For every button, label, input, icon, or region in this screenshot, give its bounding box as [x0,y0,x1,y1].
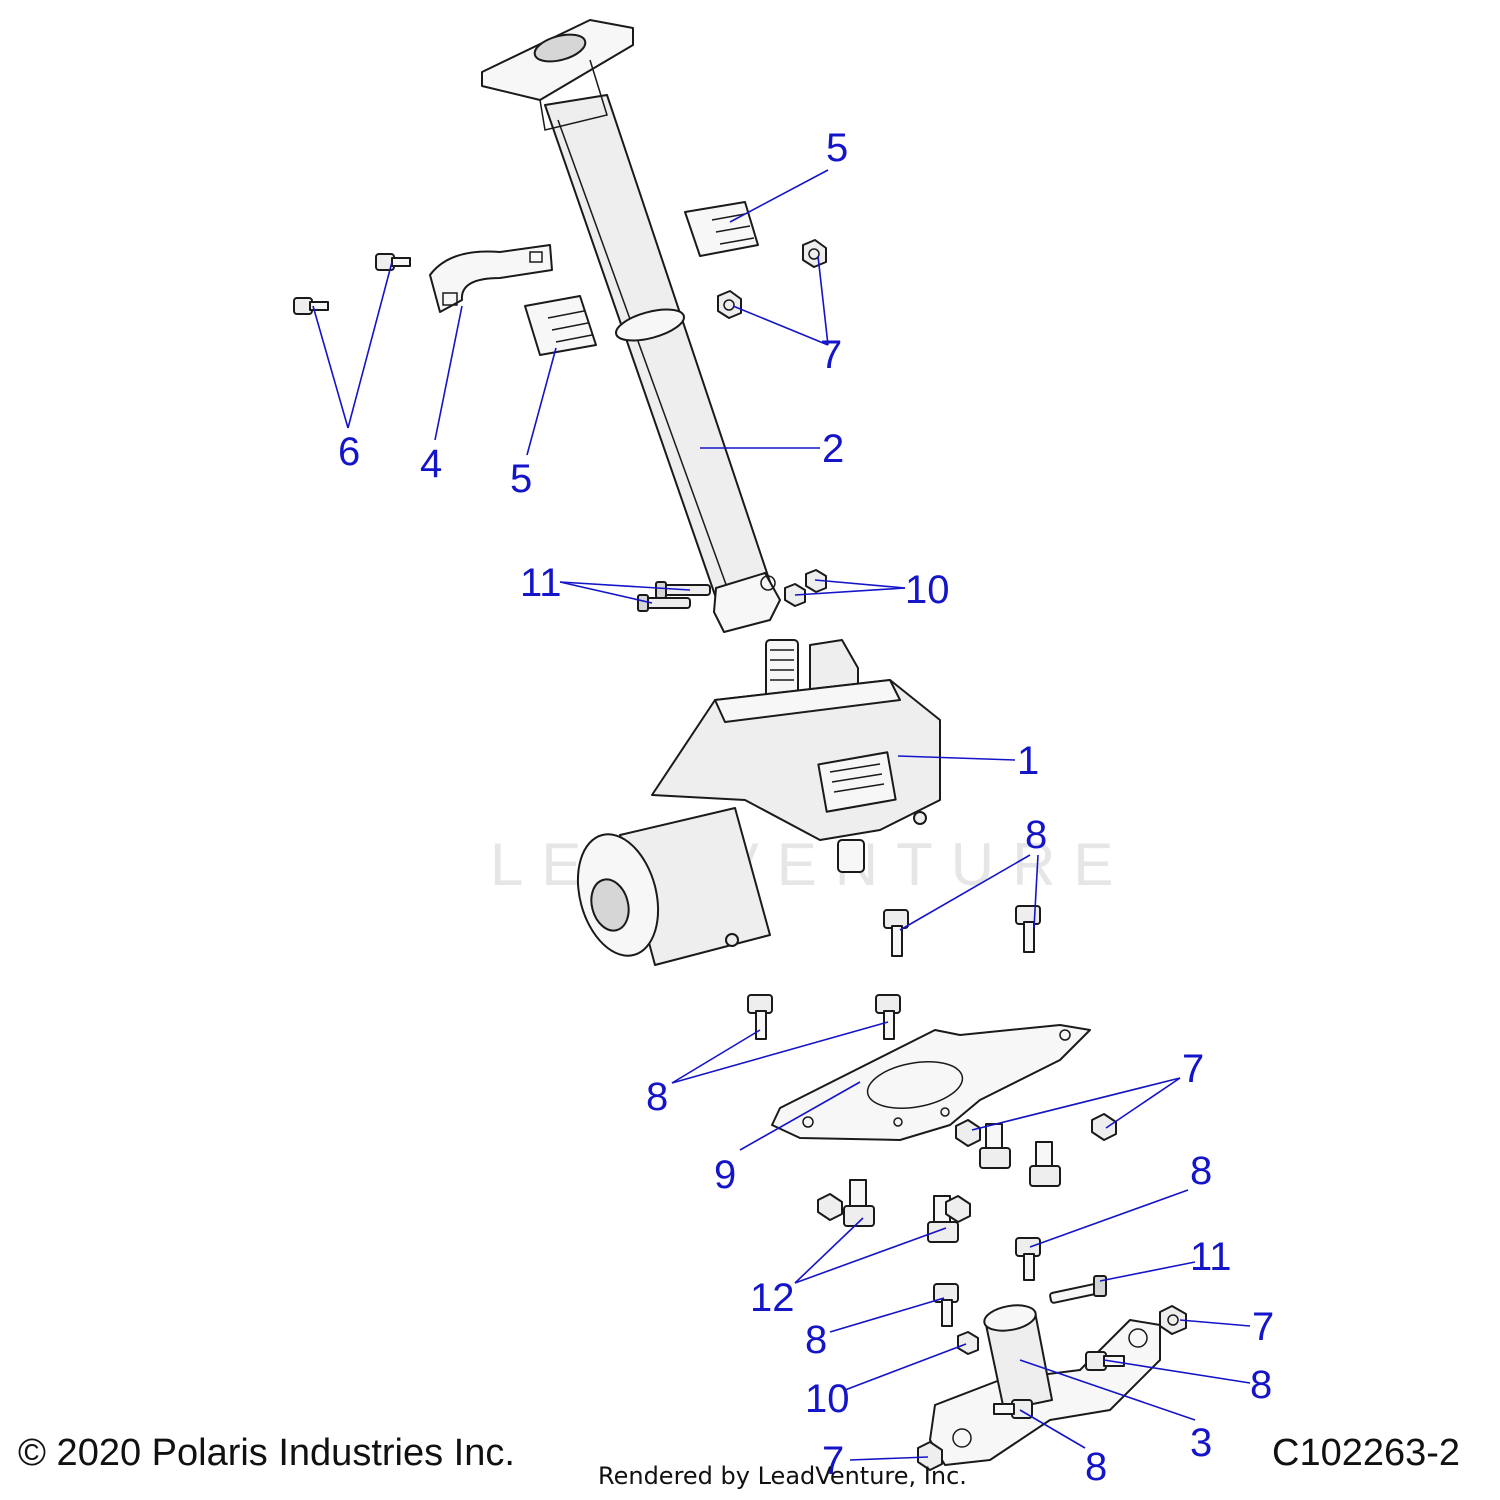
callout-6: 6 [338,430,360,474]
copyright-notice: © 2020 Polaris Industries Inc. [18,1432,515,1474]
callout-11-upper: 11 [520,561,562,605]
nut-7c-part[interactable] [955,1119,981,1147]
stud-12a-part[interactable] [843,1179,875,1227]
callout-8-plate: 8 [646,1075,668,1119]
nut-7f-part[interactable] [917,1441,943,1471]
nut-10c-part[interactable] [957,1331,979,1355]
callout-7-bottom: 7 [822,1439,844,1483]
callout-2: 2 [822,427,844,471]
callout-11-lower: 11 [1190,1235,1232,1279]
stud-b-part[interactable] [1029,1141,1061,1187]
bolt-8d-part[interactable] [875,994,901,1040]
stud-a-part[interactable] [979,1123,1011,1169]
bushing-lower-part[interactable] [524,295,597,356]
nut-7a-part[interactable] [802,239,827,268]
bushing-upper-part[interactable] [684,201,759,257]
callout-7-lower-right: 7 [1252,1305,1274,1349]
bolt-8e-part[interactable] [1015,1237,1041,1281]
diagram-id: C102263-2 [1272,1432,1461,1474]
callout-8-bottom: 8 [1085,1445,1107,1489]
callout-10-lower: 10 [805,1377,850,1421]
bolt-6b-part[interactable] [375,253,411,271]
callout-7-upper: 7 [820,333,842,377]
leader-lines [312,169,1251,1461]
power-steering-unit-part[interactable] [565,639,941,966]
callout-8-gearbox: 8 [1025,813,1047,857]
nut-12d-part[interactable] [945,1195,971,1223]
nut-7b-part[interactable] [717,290,742,319]
callout-3: 3 [1190,1421,1212,1465]
callout-10-upper: 10 [905,568,950,612]
nut-7d-part[interactable] [1091,1113,1117,1141]
nut-12c-part[interactable] [817,1193,843,1221]
callout-8-lower-left: 8 [805,1318,827,1362]
callout-9: 9 [714,1153,736,1197]
callout-1: 1 [1017,739,1039,783]
bolt-11c-part[interactable] [1049,1275,1107,1304]
callout-8-lower-right: 8 [1250,1363,1272,1407]
rendered-by-credit: Rendered by LeadVenture, Inc. [598,1462,967,1490]
bolt-11b-part[interactable] [637,594,691,612]
callout-labels: 5 7 6 4 5 2 11 10 1 8 8 7 9 8 12 11 8 7 … [338,126,1274,1489]
bolt-8b-part[interactable] [1015,905,1041,953]
callout-4: 4 [420,442,442,486]
bolt-8f-part[interactable] [933,1283,959,1327]
steering-column-part[interactable] [481,19,781,633]
bolt-8a-part[interactable] [883,909,909,957]
nut-10a-part[interactable] [805,569,827,593]
mounting-plate-part[interactable] [771,1024,1091,1141]
callout-12: 12 [750,1276,795,1320]
lower-bracket-part[interactable] [929,1302,1161,1466]
bolt-6a-part[interactable] [293,297,329,315]
bolt-8c-part[interactable] [747,994,773,1040]
callout-8-right: 8 [1190,1149,1212,1193]
callout-7-plate: 7 [1182,1047,1204,1091]
clamp-bracket-part[interactable] [429,244,553,313]
callout-5-upper: 5 [826,126,848,170]
callout-5-lower: 5 [510,457,532,501]
